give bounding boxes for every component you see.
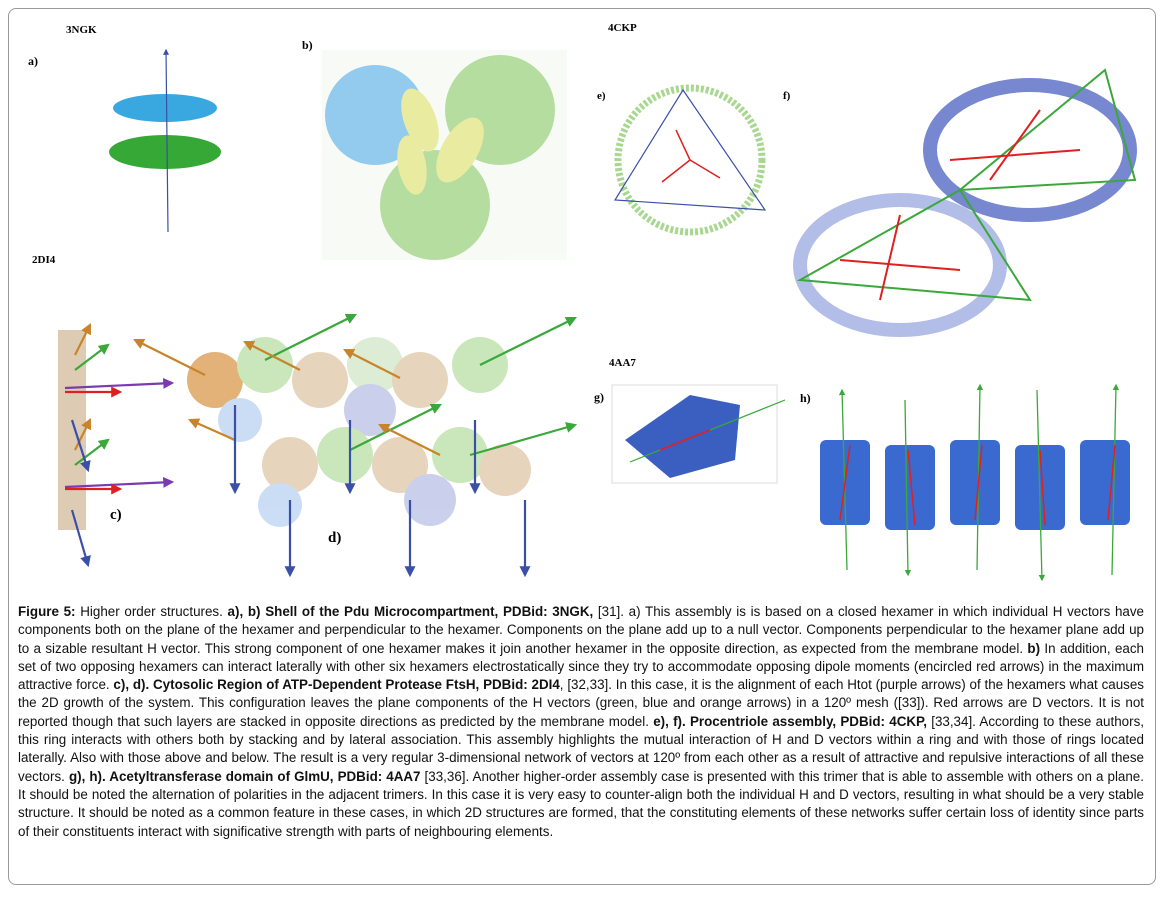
- caption-bold-segment: e), f). Procentriole assembly, PDBid: 4C…: [653, 713, 927, 729]
- caption-text-segment: , [32,33]. In this case, it is the align…: [18, 677, 1145, 729]
- caption-text-segment: Higher order structures.: [75, 604, 228, 619]
- panel-label-a: a): [28, 54, 38, 68]
- panel-label-f: f): [783, 90, 791, 102]
- panel-e-structure: [613, 84, 767, 236]
- caption-bold-segment: a), b) Shell of the Pdu Microcompartment…: [227, 604, 594, 619]
- caption-bold-segment: c), d). Cytosolic Region of ATP-Dependen…: [113, 677, 560, 693]
- panel-b-structure: [322, 50, 567, 260]
- caption-text-segment: [33,36]. Another higher-order assembly c…: [18, 768, 1144, 839]
- figure-panels: [58, 48, 1137, 582]
- figure-frame: [8, 8, 1156, 885]
- caption-bold-segment: g), h). Acetyltransferase domain of GlmU…: [68, 768, 421, 784]
- panel-g-structure: [611, 384, 786, 484]
- pdb-label-2di4: 2DI4: [32, 254, 56, 266]
- panel-label-h: h): [800, 391, 811, 405]
- panel-a-structure: [109, 48, 221, 233]
- caption-bold-segment: Figure 5:: [18, 604, 76, 619]
- pdb-label-3ngk: 3NGK: [66, 24, 97, 36]
- pdb-label-4aa7: 4AA7: [609, 357, 636, 369]
- panel-label-c: c): [110, 507, 122, 523]
- panel-f-structure: [793, 68, 1137, 337]
- caption-text-segment: [33,34]. According to these authors, thi…: [18, 713, 1144, 784]
- figure-caption: Figure 5: Higher order structures. a), b…: [18, 603, 1144, 841]
- panel-label-g: g): [594, 390, 604, 404]
- panel-label-b: b): [302, 38, 313, 52]
- caption-text-segment: In addition, each set of two opposing he…: [18, 640, 1144, 693]
- caption-bold-segment: b): [1027, 640, 1041, 656]
- panel-h-structure: [820, 383, 1130, 582]
- panel-label-d: d): [328, 530, 342, 546]
- panel-cd-structure: [58, 314, 578, 578]
- pdb-label-4ckp: 4CKP: [608, 22, 637, 34]
- panel-label-e: e): [597, 90, 606, 102]
- caption-text-segment: [31]. a) This assembly is is based on a …: [18, 604, 1145, 656]
